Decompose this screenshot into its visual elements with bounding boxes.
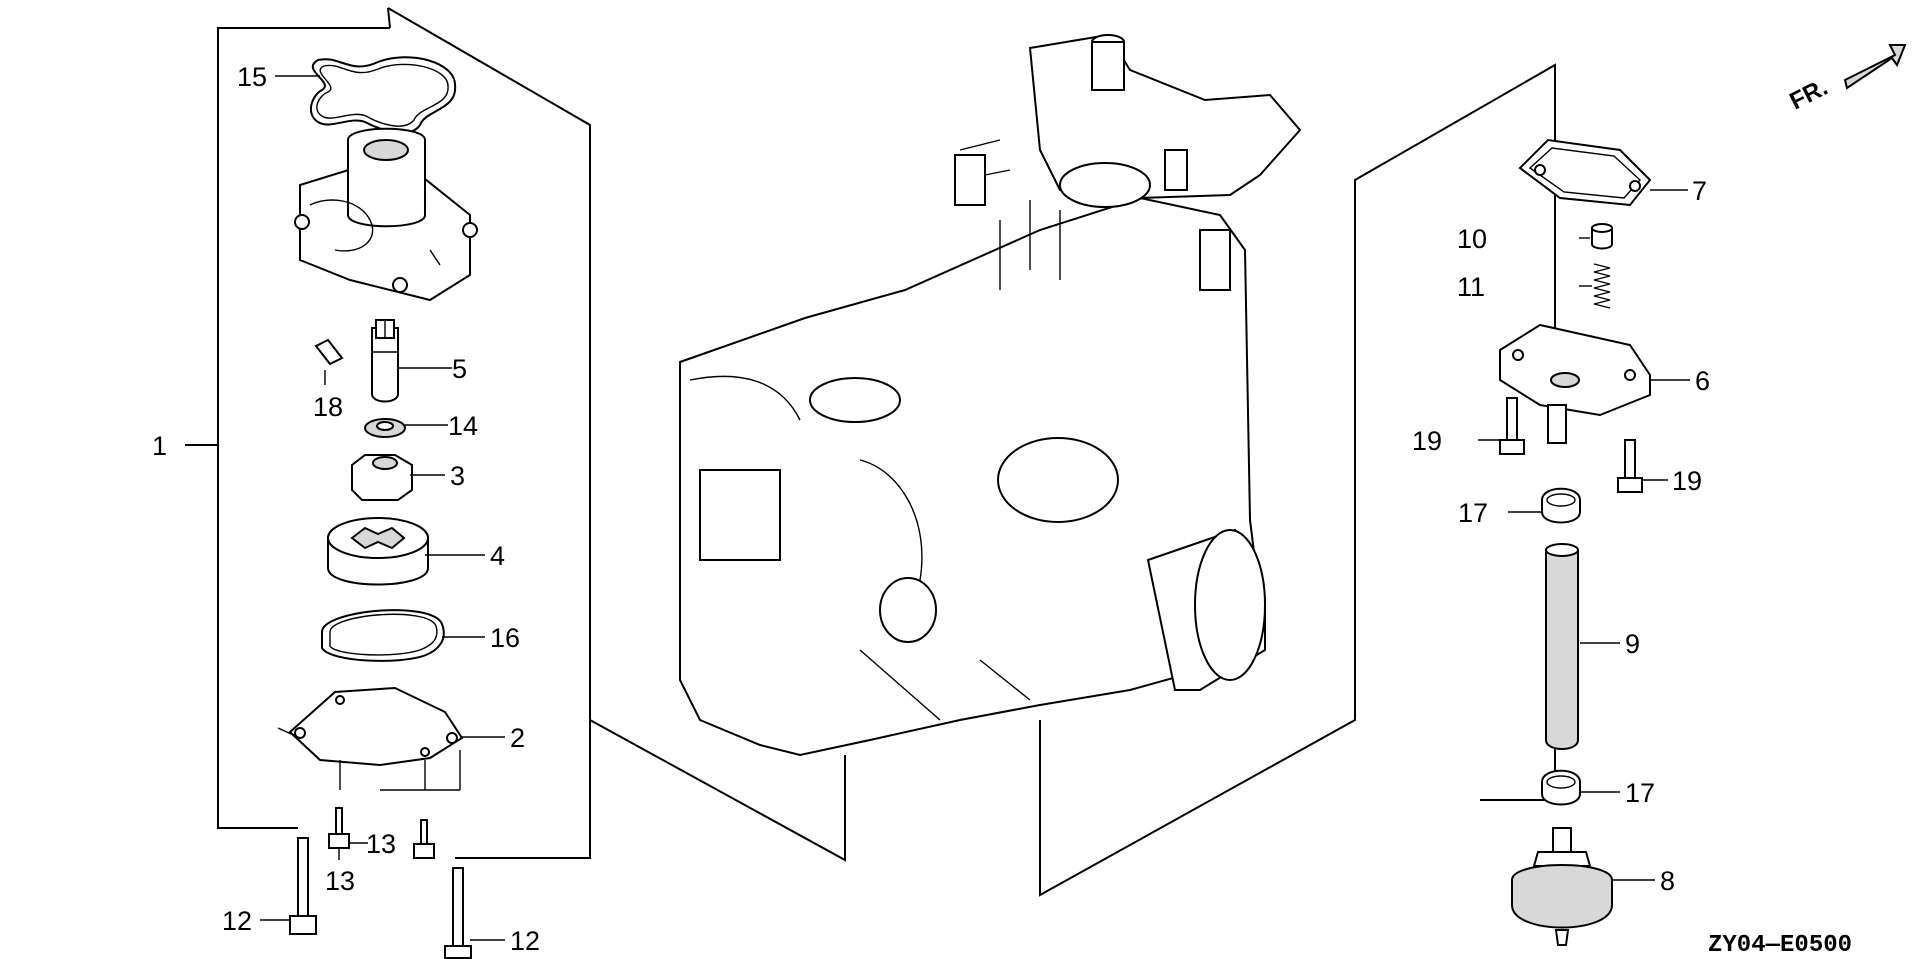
- callout-10: 10: [1457, 224, 1487, 254]
- part-19-bolt-a: [1499, 397, 1525, 455]
- callout-8: 8: [1660, 866, 1675, 896]
- callout-3: 3: [450, 461, 465, 491]
- callout-14: 14: [448, 411, 478, 441]
- leader-lines: [260, 75, 1690, 941]
- part-13-screw-b: [413, 819, 435, 859]
- callout-11: 11: [1457, 272, 1485, 302]
- part-16-o-ring: [321, 609, 445, 662]
- callout-15: 15: [237, 62, 267, 92]
- part-2-cover-plate: [288, 686, 464, 791]
- callout-labels: 15 1 5 18 14 3 4 16 2 13 13 12 12 7 10 1…: [152, 62, 1710, 956]
- callout-4: 4: [490, 541, 505, 571]
- callout-17-a: 17: [1458, 498, 1488, 528]
- callout-9: 9: [1625, 629, 1640, 659]
- engine-block: [679, 33, 1302, 757]
- part-13-screw-a: [328, 807, 350, 860]
- part-9-hose: [1545, 543, 1579, 750]
- callout-7: 7: [1692, 176, 1707, 206]
- part-19-bolt-b: [1617, 439, 1643, 493]
- front-direction-marker: FR.: [1785, 44, 1907, 116]
- part-14-washer: [364, 418, 406, 438]
- callout-12-b: 12: [510, 926, 540, 956]
- callout-5: 5: [452, 354, 467, 384]
- callout-18: 18: [313, 392, 343, 422]
- part-8-strainer: [1511, 827, 1613, 946]
- part-3-inner-rotor: [351, 454, 413, 501]
- fr-label: FR.: [1785, 74, 1832, 116]
- part-12-bolt-b: [444, 867, 472, 959]
- part-12-bolt-a: [289, 837, 317, 935]
- part-7-gasket: [1518, 138, 1652, 207]
- callout-13-a: 13: [366, 829, 396, 859]
- part-10-cap: [1591, 223, 1613, 250]
- callout-13-b: 13: [325, 866, 355, 896]
- diagram-code: ZY04—E0500: [1708, 932, 1852, 959]
- part-5-shaft: [371, 319, 399, 403]
- callout-19-a: 19: [1412, 426, 1442, 456]
- callout-12-a: 12: [222, 906, 252, 936]
- part-4-outer-rotor: [327, 517, 429, 586]
- callout-2: 2: [510, 723, 525, 753]
- callout-6: 6: [1695, 366, 1710, 396]
- callout-19-b: 19: [1672, 466, 1702, 496]
- part-15-gasket: [309, 56, 457, 134]
- part-18-pin: [314, 338, 344, 366]
- callout-17-b: 17: [1625, 778, 1655, 808]
- callout-16: 16: [490, 623, 520, 653]
- callout-1: 1: [152, 431, 167, 461]
- part-17-clamp-b: [1541, 769, 1581, 806]
- part-11-spring: [1593, 263, 1611, 309]
- part-6-housing: [1499, 323, 1651, 444]
- oil-pump-body: [294, 127, 478, 302]
- part-17-clamp-a: [1541, 487, 1581, 524]
